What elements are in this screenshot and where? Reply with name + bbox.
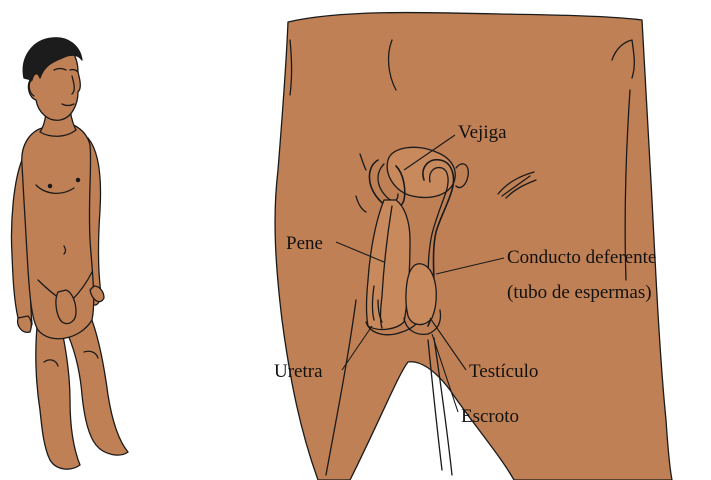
label-conducto-line2: (tubo de espermas) (507, 282, 652, 303)
label-uretra: Uretra (274, 361, 323, 382)
label-escroto: Escroto (461, 406, 519, 427)
hand-left (18, 316, 32, 332)
nipple-right (76, 178, 79, 181)
nipple-left (48, 184, 51, 187)
label-pene: Pene (286, 233, 323, 254)
body-figure (11, 38, 128, 469)
testicle (406, 264, 436, 325)
label-testiculo: Testículo (469, 361, 538, 382)
label-vejiga: Vejiga (458, 122, 507, 143)
label-conducto-line1: Conducto deferente (507, 247, 656, 268)
